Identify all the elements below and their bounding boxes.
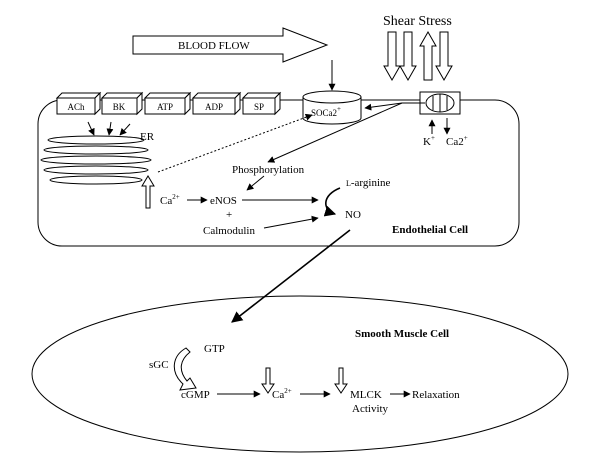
shear-to-soc-arrow bbox=[364, 102, 403, 111]
relaxation-label: Relaxation bbox=[412, 389, 460, 401]
l-arginine-label: L-arginine bbox=[346, 177, 391, 189]
blood-flow-label: BLOOD FLOW bbox=[178, 40, 250, 52]
plus-label: + bbox=[226, 209, 232, 221]
ca-ion-label: Ca2+ bbox=[446, 134, 468, 148]
endothelial-cell-label: Endothelial Cell bbox=[392, 224, 468, 236]
calmodulin-to-no-arrow bbox=[263, 215, 319, 229]
activity-label: Activity bbox=[352, 403, 389, 415]
shear-stress-arrows bbox=[383, 30, 453, 82]
smooth-muscle-cell-label: Smooth Muscle Cell bbox=[355, 328, 449, 340]
mlck-decrease-arrow bbox=[334, 367, 348, 394]
phosphorylation-arrow bbox=[246, 175, 265, 191]
er-to-soc-dotted-arrow bbox=[157, 113, 313, 173]
k-ion-label: K+ bbox=[423, 134, 435, 148]
agonist-boxes: ACh BK ATP ADP SP bbox=[55, 91, 282, 116]
smooth-muscle-cell-membrane bbox=[31, 295, 569, 453]
no-label: NO bbox=[345, 209, 361, 221]
mlck-label: MLCK bbox=[350, 389, 382, 401]
er-label: ER bbox=[140, 131, 155, 143]
agonist-box-bk: BK bbox=[100, 91, 144, 116]
blood-flow-arrow: BLOOD FLOW bbox=[132, 27, 329, 63]
agonist-box-ach: ACh bbox=[55, 91, 102, 116]
cgmp-label: cGMP bbox=[181, 389, 210, 401]
agonist-box-atp: ATP bbox=[143, 91, 192, 116]
agonist-label: ADP bbox=[205, 102, 223, 112]
calmodulin-label: Calmodulin bbox=[203, 225, 255, 237]
arginine-to-no-curve bbox=[323, 187, 341, 217]
agonist-label: ATP bbox=[157, 102, 173, 112]
agonist-label: BK bbox=[113, 102, 126, 112]
sgc-conversion-arrow bbox=[173, 347, 197, 391]
ca-decrease-arrow bbox=[261, 367, 275, 394]
agonist-label: SP bbox=[254, 102, 264, 112]
endoplasmic-reticulum: ER bbox=[40, 121, 155, 185]
sgc-label: sGC bbox=[149, 359, 169, 371]
ca-smooth-label: Ca2+ bbox=[272, 387, 292, 401]
agonist-box-sp: SP bbox=[241, 91, 282, 116]
gtp-label: GTP bbox=[204, 343, 225, 355]
soc-channel: SOCa2+ bbox=[302, 60, 362, 125]
phosphorylation-label: Phosphorylation bbox=[232, 164, 305, 176]
soc-channel-label: SOCa2+ bbox=[311, 105, 341, 118]
ca-label: Ca2+ bbox=[160, 193, 180, 207]
enos-label: eNOS bbox=[210, 195, 237, 207]
shear-stress-label: Shear Stress bbox=[383, 14, 452, 29]
no-diffusion-arrow bbox=[231, 229, 351, 323]
agonist-label: ACh bbox=[67, 102, 85, 112]
shear-to-phosphorylation-arrow bbox=[267, 102, 403, 163]
agonist-box-adp: ADP bbox=[191, 91, 242, 116]
ca-release-arrow bbox=[141, 175, 155, 209]
ion-channel: K+ Ca2+ bbox=[419, 91, 468, 148]
